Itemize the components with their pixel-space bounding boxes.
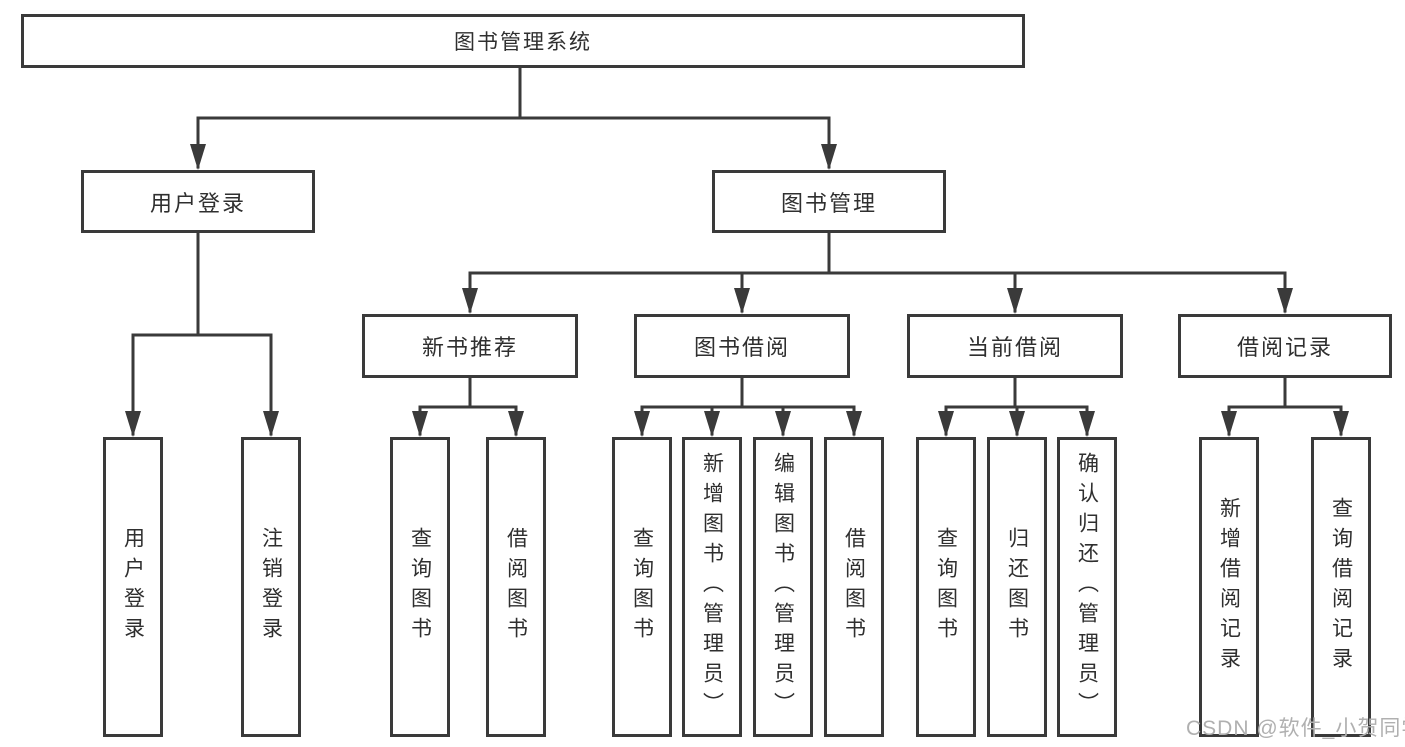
node-current-borrow: 当前借阅 <box>907 314 1123 378</box>
connector-new-book-children <box>412 376 524 437</box>
node-user-login-label: 用户登录 <box>149 190 246 216</box>
arrowhead <box>1221 411 1237 437</box>
arrowhead <box>938 411 954 437</box>
arrowhead <box>508 411 524 437</box>
connector-book-borrow-children <box>634 376 862 437</box>
node-root: 图书管理系统 <box>21 14 1025 68</box>
leaf-logout: 注销登录 <box>241 437 301 737</box>
arrowhead <box>263 411 279 437</box>
leaf-current-query-books: 查询图书 <box>916 437 976 737</box>
leaf-recommend-borrow-books: 借阅图书 <box>486 437 546 737</box>
leaf-current-return-books: 归还图书 <box>987 437 1047 737</box>
connector-book-mgmt-children <box>462 231 1293 314</box>
leaf-borrow-add-books-label: 新增图书（管理员） <box>700 452 724 722</box>
connector-root-to-level2 <box>190 66 837 170</box>
leaf-borrow-query-books-label: 查询图书 <box>630 527 654 647</box>
arrowhead <box>412 411 428 437</box>
arrowhead <box>704 411 720 437</box>
connector-user-login-children <box>125 231 279 437</box>
arrowhead <box>821 144 837 170</box>
leaf-borrow-edit-books-label: 编辑图书（管理员） <box>771 452 795 722</box>
arrowhead <box>734 288 750 314</box>
arrowhead <box>775 411 791 437</box>
arrowhead <box>190 144 206 170</box>
leaf-logout-label: 注销登录 <box>259 527 283 647</box>
leaf-borrow-borrow-books-label: 借阅图书 <box>842 527 866 647</box>
node-borrow-records-label: 借阅记录 <box>1236 335 1333 360</box>
csdn-watermark: CSDN @软件_小贺同学 <box>1186 717 1405 740</box>
arrowhead <box>1277 288 1293 314</box>
node-new-book-recommend-label: 新书推荐 <box>421 335 518 360</box>
leaf-recommend-query-books: 查询图书 <box>390 437 450 737</box>
leaf-borrow-borrow-books: 借阅图书 <box>824 437 884 737</box>
leaf-user-login-label: 用户登录 <box>121 527 145 647</box>
connector-borrow-records-children <box>1221 376 1349 437</box>
leaf-recommend-query-books-label: 查询图书 <box>408 527 432 647</box>
arrowhead <box>125 411 141 437</box>
leaf-records-query: 查询借阅记录 <box>1311 437 1371 737</box>
arrowhead <box>1079 411 1095 437</box>
node-book-borrow-label: 图书借阅 <box>693 335 790 360</box>
node-borrow-records: 借阅记录 <box>1178 314 1392 378</box>
node-book-borrow: 图书借阅 <box>634 314 850 378</box>
leaf-current-confirm-return-label: 确认归还（管理员） <box>1075 452 1099 722</box>
leaf-current-return-books-label: 归还图书 <box>1005 527 1029 647</box>
leaf-records-query-label: 查询借阅记录 <box>1329 497 1353 677</box>
arrowhead <box>1333 411 1349 437</box>
leaf-records-add: 新增借阅记录 <box>1199 437 1259 737</box>
node-book-management: 图书管理 <box>712 170 946 233</box>
leaf-borrow-query-books: 查询图书 <box>612 437 672 737</box>
leaf-records-add-label: 新增借阅记录 <box>1217 497 1241 677</box>
node-book-management-label: 图书管理 <box>780 190 877 216</box>
arrowhead <box>462 288 478 314</box>
node-root-label: 图书管理系统 <box>454 31 592 54</box>
node-new-book-recommend: 新书推荐 <box>362 314 578 378</box>
leaf-current-query-books-label: 查询图书 <box>934 527 958 647</box>
leaf-borrow-add-books: 新增图书（管理员） <box>682 437 742 737</box>
node-user-login: 用户登录 <box>81 170 315 233</box>
arrowhead <box>1009 411 1025 437</box>
leaf-borrow-edit-books: 编辑图书（管理员） <box>753 437 813 737</box>
arrowhead <box>1007 288 1023 314</box>
arrowhead <box>634 411 650 437</box>
node-current-borrow-label: 当前借阅 <box>966 335 1063 360</box>
arrowhead <box>846 411 862 437</box>
leaf-user-login: 用户登录 <box>103 437 163 737</box>
connector-current-borrow-children <box>938 376 1095 437</box>
leaf-recommend-borrow-books-label: 借阅图书 <box>504 527 528 647</box>
leaf-current-confirm-return: 确认归还（管理员） <box>1057 437 1117 737</box>
